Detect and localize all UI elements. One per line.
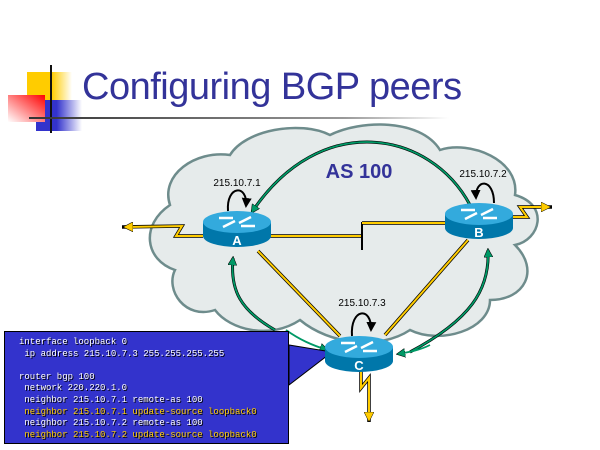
router-a: A <box>203 211 271 248</box>
config-line: network 220.220.1.0 <box>19 383 128 394</box>
ibgp-arrow-b-to-c <box>398 344 431 354</box>
router-arrows-icon <box>219 215 255 229</box>
loopback-icon-b <box>470 182 495 204</box>
as-label: AS 100 <box>326 161 393 183</box>
loopback-label-b: 215.10.7.2 <box>459 169 507 180</box>
external-link-a <box>125 226 203 237</box>
router-top <box>325 336 393 358</box>
loopback-icon-c <box>350 312 377 337</box>
loopback-icon-a <box>226 189 252 212</box>
config-line: interface loopback 0 <box>19 337 128 347</box>
router-label: B <box>474 225 483 240</box>
router-top <box>445 203 513 225</box>
ibgp-arrow-a-to-c <box>285 329 327 350</box>
config-line: router bgp 100 <box>19 371 95 382</box>
loopback-label-c: 215.10.7.3 <box>338 298 386 309</box>
config-line: neighbor 215.10.7.2 remote-as 100 <box>19 418 203 429</box>
ibgp-arrow-b-to-a <box>252 141 471 212</box>
as-cloud <box>148 123 539 344</box>
title-rule <box>29 117 449 119</box>
router-top <box>203 211 271 233</box>
ibgp-sessions <box>232 140 488 354</box>
config-line-highlighted: neighbor 215.10.7.2 update-source loopba… <box>19 429 257 440</box>
router-label: C <box>354 358 364 373</box>
config-line-highlighted: neighbor 215.10.7.1 update-source loopba… <box>19 406 257 417</box>
external-link-b <box>512 207 549 218</box>
loopback-label-a: 215.10.7.1 <box>213 178 261 189</box>
callout-pointer <box>288 344 334 387</box>
ibgp-arrow-c-to-a <box>232 258 276 331</box>
physical-links <box>121 207 552 422</box>
router-arrows-icon <box>341 340 377 354</box>
routers: A B C <box>203 203 513 373</box>
ibgp-arrow-c-to-b <box>409 250 488 353</box>
config-line <box>19 360 288 372</box>
slide-title: Configuring BGP peers <box>82 66 462 108</box>
router-b: B <box>445 203 513 240</box>
link-b-c <box>384 239 469 336</box>
router-arrows-icon <box>461 207 497 221</box>
decorative-logo <box>8 65 82 133</box>
router-label: A <box>232 233 242 248</box>
config-line: ip address 215.10.7.3 255.255.255.255 <box>19 348 225 359</box>
config-line: neighbor 215.10.7.1 remote-as 100 <box>19 394 203 405</box>
link-a-c <box>257 250 341 337</box>
external-link-c <box>360 362 369 420</box>
router-c: C <box>325 336 393 373</box>
config-code-box: interface loopback 0 ip address 215.10.7… <box>4 331 289 444</box>
